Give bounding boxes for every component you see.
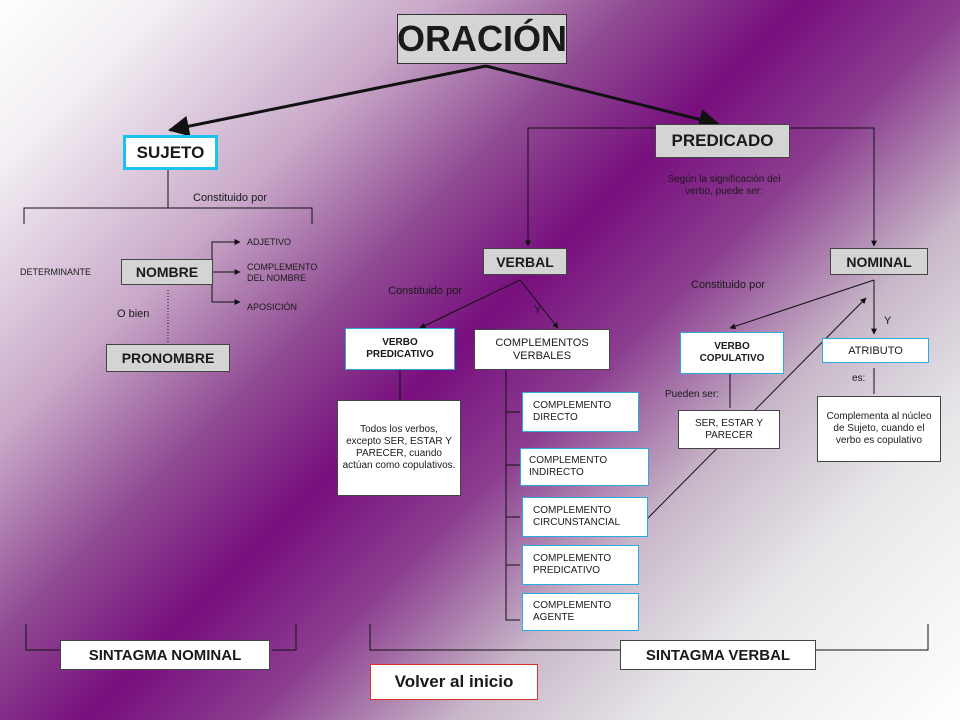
sintagma-nominal-box: SINTAGMA NOMINAL <box>60 640 270 670</box>
sintagma-verbal-box: SINTAGMA VERBAL <box>620 640 816 670</box>
atributo-box: ATRIBUTO <box>822 338 929 363</box>
complemento-circunstancial-label: COMPLEMENTO CIRCUNSTANCIAL <box>533 505 621 528</box>
complemento-indirecto-box: COMPLEMENTO INDIRECTO <box>520 448 649 486</box>
arrow-to-predicado <box>485 64 721 130</box>
ser-estar-label: SER, ESTAR Y PARECER <box>695 417 763 441</box>
sintagma-verbal-label: SINTAGMA VERBAL <box>645 646 791 664</box>
segun-label: Según la significación del verbo, puede … <box>667 174 781 197</box>
determinante-label: DETERMINANTE <box>20 267 92 277</box>
o-bien-label: O bien <box>117 308 150 320</box>
nombre-label: NOMBRE <box>135 264 199 280</box>
complemento-circunstancial-box: COMPLEMENTO CIRCUNSTANCIAL <box>522 497 648 537</box>
nominal-constituido-label: Constituido por <box>691 279 765 291</box>
predicado-box: PREDICADO <box>655 124 790 158</box>
nominal-label: NOMINAL <box>846 253 912 270</box>
pueden-ser-label: Pueden ser: <box>665 389 719 400</box>
ser-estar-box: SER, ESTAR Y PARECER <box>678 410 780 449</box>
verbo-predicativo-label: VERBO PREDICATIVO <box>366 337 434 360</box>
predicado-label: PREDICADO <box>671 131 774 150</box>
verbal-box: VERBAL <box>483 248 567 275</box>
sujeto-box: SUJETO <box>123 135 218 170</box>
complemento-directo-label: COMPLEMENTO DIRECTO <box>533 400 612 423</box>
volver-al-inicio-label: Volver al inicio <box>394 672 514 691</box>
verbal-label: VERBAL <box>496 253 554 270</box>
complemento-nombre-label: COMPLEMENTO DEL NOMBRE <box>247 262 318 283</box>
nombre-box: NOMBRE <box>121 259 213 285</box>
complemento-agente-box: COMPLEMENTO AGENTE <box>522 593 639 631</box>
verbal-y-label: Y <box>534 304 542 316</box>
verbal-constituido-label: Constituido por <box>388 285 462 297</box>
verbo-copulativo-label: VERBO COPULATIVO <box>699 341 765 364</box>
pronombre-box: PRONOMBRE <box>106 344 230 372</box>
nominal-box: NOMINAL <box>830 248 928 275</box>
arrow-to-sujeto <box>167 64 487 137</box>
complemento-directo-box: COMPLEMENTO DIRECTO <box>522 392 639 432</box>
atributo-label: ATRIBUTO <box>848 344 903 357</box>
sujeto-constituido-label: Constituido por <box>193 192 267 204</box>
sujeto-label: SUJETO <box>136 142 205 162</box>
complemento-indirecto-label: COMPLEMENTO INDIRECTO <box>529 455 608 478</box>
verbo-predicativo-box: VERBO PREDICATIVO <box>345 328 455 370</box>
complementa-box: Complementa al núcleo de Sujeto, cuando … <box>817 396 941 462</box>
pronombre-label: PRONOMBRE <box>121 350 215 366</box>
todos-los-verbos-text: Todos los verbos, excepto SER, ESTAR Y P… <box>342 424 456 471</box>
complemento-agente-label: COMPLEMENTO AGENTE <box>533 600 612 623</box>
complemento-predicativo-box: COMPLEMENTO PREDICATIVO <box>522 545 639 585</box>
aposicion-label: APOSICIÓN <box>247 302 298 312</box>
sintagma-nominal-label: SINTAGMA NOMINAL <box>88 646 242 664</box>
todos-los-verbos-box: Todos los verbos, excepto SER, ESTAR Y P… <box>337 400 461 496</box>
es-label: es: <box>852 373 866 384</box>
adjetivo-label: ADJETIVO <box>247 237 292 247</box>
page-title: ORACIÓN <box>397 18 567 59</box>
complementos-verbales-box: COMPLEMENTOS VERBALES <box>474 329 610 370</box>
complementos-verbales-label: COMPLEMENTOS VERBALES <box>495 336 589 362</box>
complemento-predicativo-label: COMPLEMENTO PREDICATIVO <box>533 553 612 576</box>
verbo-copulativo-box: VERBO COPULATIVO <box>680 332 784 374</box>
nominal-y-label: Y <box>884 315 892 327</box>
volver-al-inicio-button[interactable]: Volver al inicio <box>370 664 538 700</box>
title-box: ORACIÓN <box>397 14 567 64</box>
complementa-text: Complementa al núcleo de Sujeto, cuando … <box>826 411 932 446</box>
